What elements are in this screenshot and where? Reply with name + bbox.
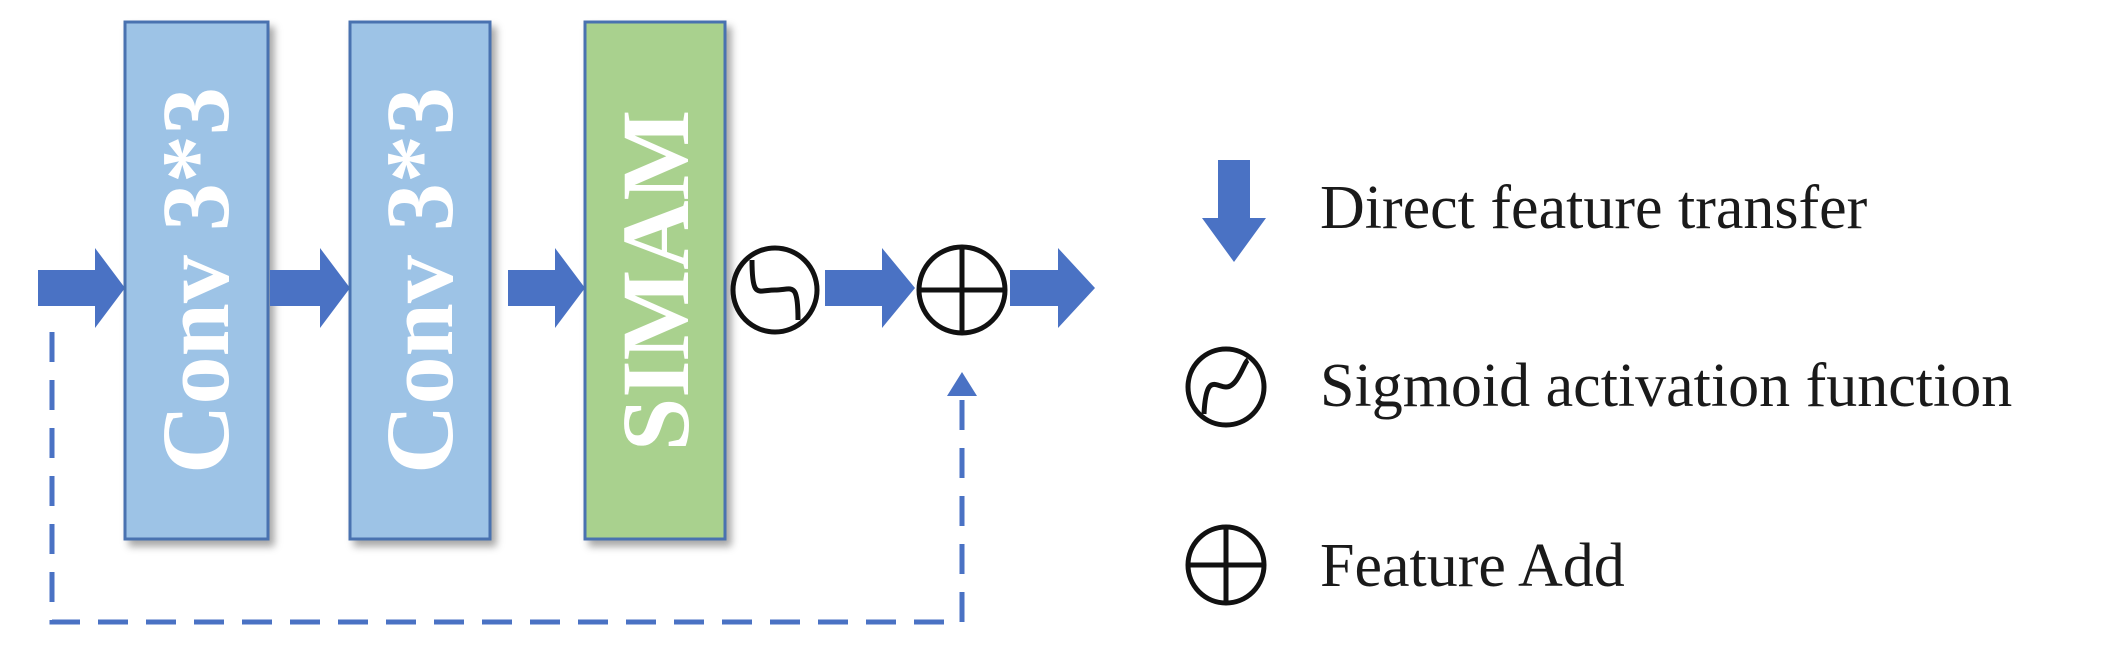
skip-connection-arrowhead	[947, 372, 977, 396]
conv-block-2-box	[348, 20, 492, 541]
skip-connection-line	[49, 332, 965, 625]
conv-block-2-label: Conv 3*3	[366, 87, 473, 474]
legend-sigmoid-label: Sigmoid activation function	[1320, 352, 2012, 420]
simam-block: SIMAM	[583, 20, 727, 541]
legend-item-sigmoid: Sigmoid activation function	[1185, 346, 2012, 428]
conv-block-1-box	[123, 20, 270, 541]
simam-block-box	[583, 20, 727, 541]
conv-block-1: Conv 3*3	[123, 20, 270, 541]
legend-feature-add-label: Feature Add	[1320, 532, 1625, 600]
legend-item-direct-transfer: Direct feature transfer	[1202, 160, 1868, 262]
legend: Direct feature transfer Sigmoid activati…	[1185, 160, 2012, 606]
legend-direct-transfer-label: Direct feature transfer	[1320, 174, 1868, 242]
arrow-conv2-to-simam	[508, 248, 585, 328]
conv-block-2: Conv 3*3	[348, 20, 492, 541]
legend-item-feature-add: Feature Add	[1185, 524, 1625, 606]
skip-connection	[49, 332, 977, 625]
output-arrow	[1010, 248, 1095, 328]
circled-plus-icon	[916, 244, 1008, 336]
sigmoid-icon	[730, 245, 820, 335]
arrow-sigmoid-to-add	[825, 248, 915, 328]
conv-block-1-label: Conv 3*3	[142, 87, 249, 474]
arrow-conv1-to-conv2	[270, 248, 350, 328]
input-arrow	[38, 248, 125, 328]
legend-add-icon	[1185, 524, 1267, 606]
legend-sigmoid-icon	[1185, 346, 1267, 428]
down-arrow-icon	[1202, 160, 1266, 262]
simam-block-label: SIMAM	[602, 110, 709, 451]
